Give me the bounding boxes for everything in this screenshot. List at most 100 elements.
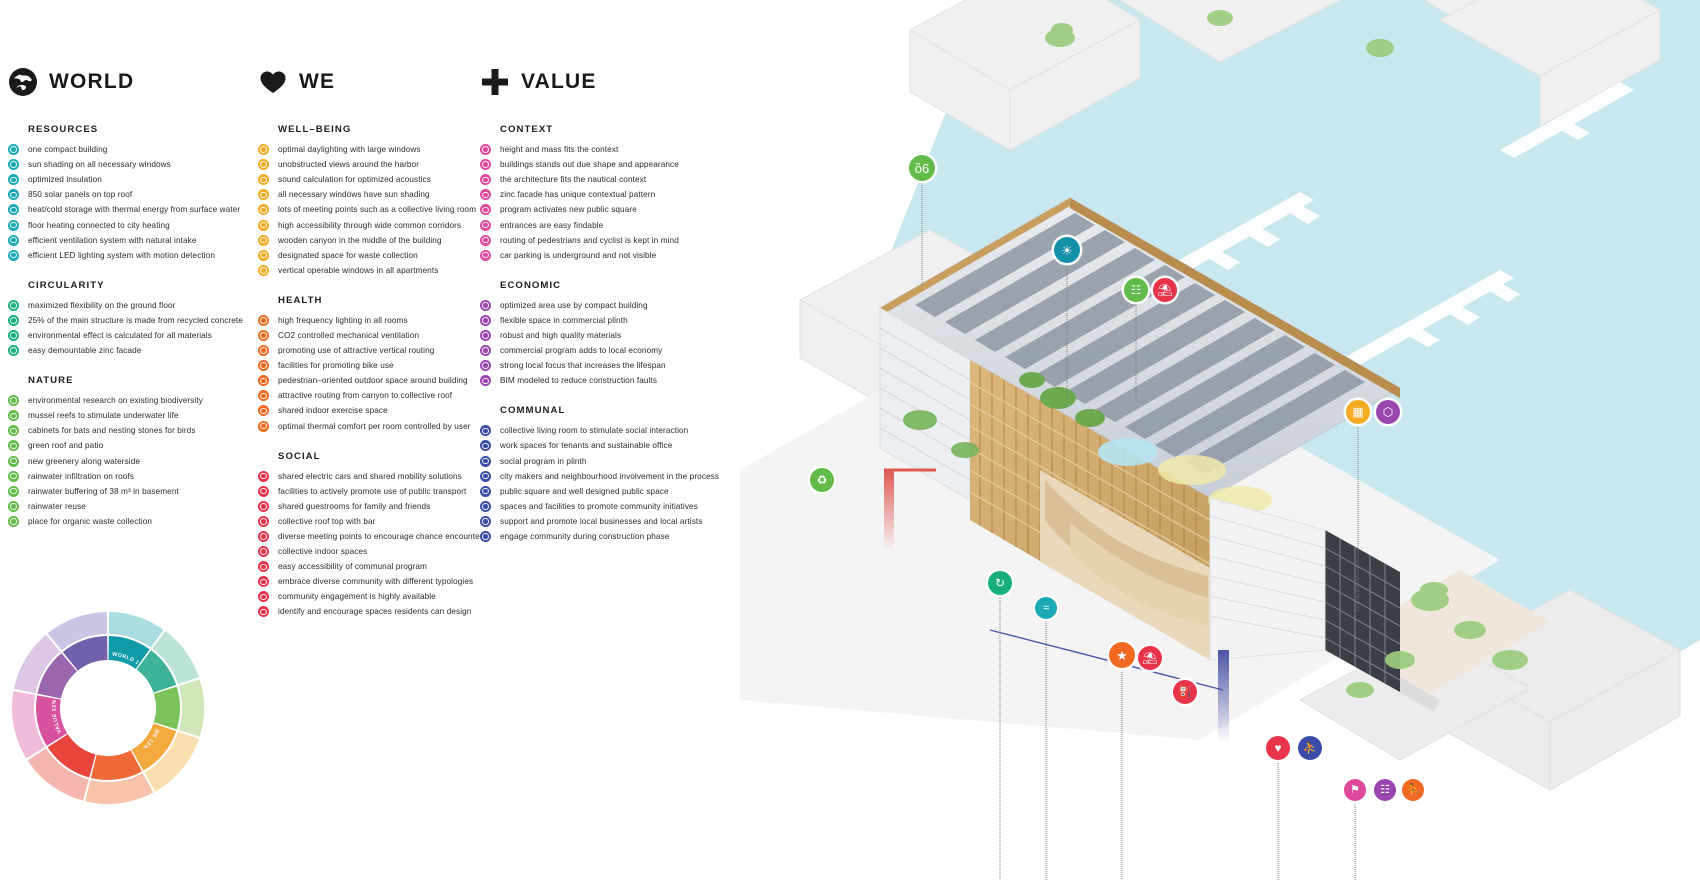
circularity-icon[interactable]: ↻ [988, 571, 1012, 595]
ventilation-icon[interactable]: ≈ [1035, 597, 1057, 619]
legend-item[interactable]: wooden canyon in the middle of the build… [258, 233, 498, 248]
zinc-pattern-icon [480, 189, 491, 201]
legend-item[interactable]: optimal thermal comfort per room control… [258, 419, 498, 434]
legend-item[interactable]: 850 solar panels on top roof [8, 187, 260, 202]
legend-item[interactable]: efficient ventilation system with natura… [8, 233, 260, 248]
legend-item[interactable]: social program in plinth [480, 454, 730, 469]
legend-item[interactable]: rainwater reuse [8, 499, 260, 514]
legend-item[interactable]: attractive routing from canyon to collec… [258, 388, 498, 403]
legend-group-circularity: CIRCULARITY maximized flexibility on the… [8, 280, 260, 358]
green-roof-icon[interactable]: ☷ [1124, 278, 1148, 302]
diverse-typology-icon [258, 576, 269, 588]
roof-bar-icon[interactable]: ⛱ [1153, 278, 1177, 302]
commercial-plinth-icon[interactable]: ☷ [1374, 779, 1396, 801]
living-room-icon[interactable]: ⛹ [1298, 736, 1322, 760]
legend-item-label: environmental effect is calculated for a… [28, 330, 212, 340]
solar-panel-icon[interactable]: ☀ [1054, 237, 1080, 263]
legend-item[interactable]: city makers and neighbourhood involvemen… [480, 469, 730, 484]
legend-item[interactable]: entrances are easy findable [480, 217, 730, 232]
legend-item[interactable]: sound calculation for optimized acoustic… [258, 172, 498, 187]
legend-item[interactable]: routing of pedestrians and cyclist is ke… [480, 233, 730, 248]
legend-item[interactable]: community engagement is highly available [258, 589, 498, 604]
legend-item[interactable]: vertical operable windows in all apartme… [258, 263, 498, 278]
legend-item[interactable]: rainwater buffering of 38 m³ in basement [8, 484, 260, 499]
legend-item[interactable]: pedestrian–oriented outdoor space around… [258, 373, 498, 388]
donut-outer-segment [108, 612, 164, 648]
legend-item[interactable]: embrace diverse community with different… [258, 574, 498, 589]
legend-item[interactable]: shared indoor exercise space [258, 403, 498, 418]
legend-item[interactable]: green roof and patio [8, 438, 260, 453]
donut-segment-label: VALUE 12% [51, 699, 63, 734]
legend-item[interactable]: buildings stands out due shape and appea… [480, 157, 730, 172]
bim-icon[interactable]: ⬡ [1376, 400, 1400, 424]
roof-bar-icon[interactable]: ⛱ [1138, 646, 1162, 670]
legend-item[interactable]: mussel reefs to stimulate underwater lif… [8, 408, 260, 423]
electric-car-icon[interactable]: ⛽ [1173, 680, 1197, 704]
legend-item[interactable]: environmental effect is calculated for a… [8, 328, 260, 343]
legend-item[interactable]: engage community during construction pha… [480, 529, 730, 544]
star-routing-icon[interactable]: ★ [1109, 642, 1135, 668]
legend-item[interactable]: identify and encourage spaces residents … [258, 604, 498, 619]
legend-item[interactable]: sun shading on all necessary windows [8, 157, 260, 172]
legend-item[interactable]: height and mass fits the context [480, 142, 730, 157]
legend-item-label: optimal daylighting with large windows [278, 145, 421, 155]
legend-item[interactable]: facilities to actively promote use of pu… [258, 484, 498, 499]
legend-item[interactable]: heat/cold storage with thermal energy fr… [8, 202, 260, 217]
legend-item[interactable]: BIM modeled to reduce construction fault… [480, 373, 730, 388]
legend-item[interactable]: work spaces for tenants and sustainable … [480, 438, 730, 453]
legend-item[interactable]: new greenery along waterside [8, 454, 260, 469]
legend-item[interactable]: zinc facade has unique contextual patter… [480, 187, 730, 202]
guestroom-icon[interactable]: ♥ [1266, 736, 1290, 760]
legend-item-label: shared electric cars and shared mobility… [278, 471, 462, 481]
legend-item[interactable]: public square and well designed public s… [480, 484, 730, 499]
legend-item[interactable]: efficient LED lighting system with motio… [8, 248, 260, 263]
legend-item[interactable]: collective indoor spaces [258, 544, 498, 559]
legend-item[interactable]: one compact building [8, 142, 260, 157]
bird-icon[interactable]: ὂ6 [909, 155, 935, 181]
legend-item[interactable]: shared electric cars and shared mobility… [258, 469, 498, 484]
legend-item[interactable]: commercial program adds to local economy [480, 343, 730, 358]
legend-item[interactable]: the architecture fits the nautical conte… [480, 172, 730, 187]
public-square-icon[interactable]: ⚑ [1344, 779, 1366, 801]
area-use-icon[interactable]: ▦ [1346, 400, 1370, 424]
legend-item[interactable]: cabinets for bats and nesting stones for… [8, 423, 260, 438]
legend-item[interactable]: high frequency lighting in all rooms [258, 313, 498, 328]
circularity-icon-glyph: ↻ [994, 576, 1006, 590]
legend-item[interactable]: all necessary windows have sun shading [258, 187, 498, 202]
roof-bar-icon-glyph: ⛱ [1142, 651, 1158, 665]
legend-item[interactable]: promoting use of attractive vertical rou… [258, 343, 498, 358]
legend-item[interactable]: 25% of the main structure is made from r… [8, 313, 260, 328]
legend-item[interactable]: unobstructed views around the harbor [258, 157, 498, 172]
legend-item[interactable]: optimized insulation [8, 172, 260, 187]
legend-item[interactable]: diverse meeting points to encourage chan… [258, 529, 498, 544]
legend-item[interactable]: designated space for waste collection [258, 248, 498, 263]
legend-item[interactable]: spaces and facilities to promote communi… [480, 499, 730, 514]
legend-item[interactable]: optimized area use by compact building [480, 298, 730, 313]
legend-item[interactable]: facilities for promoting bike use [258, 358, 498, 373]
legend-item[interactable]: collective living room to stimulate soci… [480, 423, 730, 438]
legend-item[interactable]: maximized flexibility on the ground floo… [8, 298, 260, 313]
legend-item[interactable]: support and promote local businesses and… [480, 514, 730, 529]
legend-item[interactable]: environmental research on existing biodi… [8, 393, 260, 408]
legend-item[interactable]: lots of meeting points such as a collect… [258, 202, 498, 217]
legend-item[interactable]: flexible space in commercial plinth [480, 313, 730, 328]
legend-item[interactable]: place for organic waste collection [8, 514, 260, 529]
legend-item[interactable]: optimal daylighting with large windows [258, 142, 498, 157]
legend-item[interactable]: high accessibility through wide common c… [258, 217, 498, 232]
legend-item[interactable]: CO2 controlled mechanical ventilation [258, 328, 498, 343]
legend-item[interactable]: collective roof top with bar [258, 514, 498, 529]
pedestrian-icon[interactable]: ⛹ [1402, 779, 1424, 801]
area-use-icon [480, 299, 491, 311]
organic-waste-icon[interactable]: ♻ [810, 468, 834, 492]
legend-item[interactable]: car parking is underground and not visib… [480, 248, 730, 263]
legend-item[interactable]: easy accessibility of communal program [258, 559, 498, 574]
legend-item[interactable]: rainwater infiltration on roofs [8, 469, 260, 484]
legend-item[interactable]: floor heating connected to city heating [8, 217, 260, 232]
legend-item[interactable]: shared guestrooms for family and friends [258, 499, 498, 514]
legend-item[interactable]: program activates new public square [480, 202, 730, 217]
legend-item[interactable]: strong local focus that increases the li… [480, 358, 730, 373]
legend-item[interactable]: easy demountable zinc facade [8, 343, 260, 358]
pin-stem [999, 583, 1001, 880]
legend-item[interactable]: robust and high quality materials [480, 328, 730, 343]
column-title: WE [299, 70, 336, 93]
